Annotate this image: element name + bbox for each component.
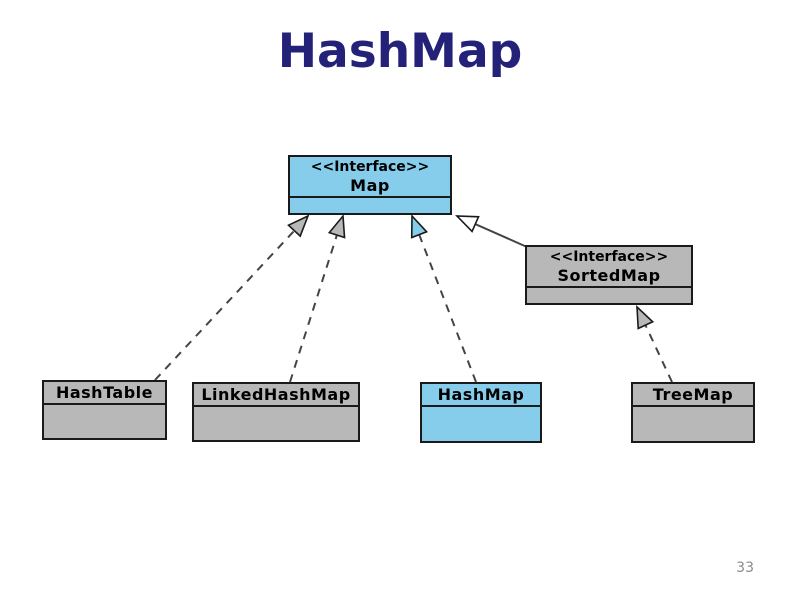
empty-compartment (44, 405, 165, 438)
name-compartment: HashTable (44, 382, 165, 405)
class-name: SortedMap (557, 265, 661, 285)
name-compartment: <<Interface>> SortedMap (527, 247, 691, 288)
name-compartment: LinkedHashMap (194, 384, 358, 407)
class-box-sortedmap: <<Interface>> SortedMap (525, 245, 693, 305)
empty-compartment (527, 288, 691, 303)
page-title: HashMap (277, 24, 523, 79)
realization-hashtable-to-map (154, 214, 310, 381)
class-box-linkedhashmap: LinkedHashMap (192, 382, 360, 442)
generalization-sortedmap-to-map (455, 215, 528, 248)
stereotype-label: <<Interface>> (549, 248, 669, 265)
class-box-treemap: TreeMap (631, 382, 755, 443)
stereotype-label: <<Interface>> (310, 158, 430, 175)
class-name: HashMap (437, 384, 525, 404)
class-box-hashtable: HashTable (42, 380, 167, 440)
realization-hashmap-to-map (410, 213, 477, 383)
name-compartment: TreeMap (633, 384, 753, 407)
empty-compartment (633, 407, 753, 441)
class-name: LinkedHashMap (201, 384, 351, 404)
realization-treemap-to-sortedmap (636, 305, 673, 383)
empty-compartment (194, 407, 358, 440)
page-number: 33 (736, 560, 754, 576)
empty-compartment (422, 407, 540, 441)
class-name: Map (350, 175, 390, 195)
class-box-map: <<Interface>> Map (288, 155, 452, 215)
empty-compartment (290, 198, 450, 213)
class-name: TreeMap (652, 384, 734, 404)
class-box-hashmap: HashMap (420, 382, 542, 443)
name-compartment: HashMap (422, 384, 540, 407)
realization-linkedhashmap-to-map (289, 213, 346, 383)
name-compartment: <<Interface>> Map (290, 157, 450, 198)
class-name: HashTable (55, 382, 154, 402)
